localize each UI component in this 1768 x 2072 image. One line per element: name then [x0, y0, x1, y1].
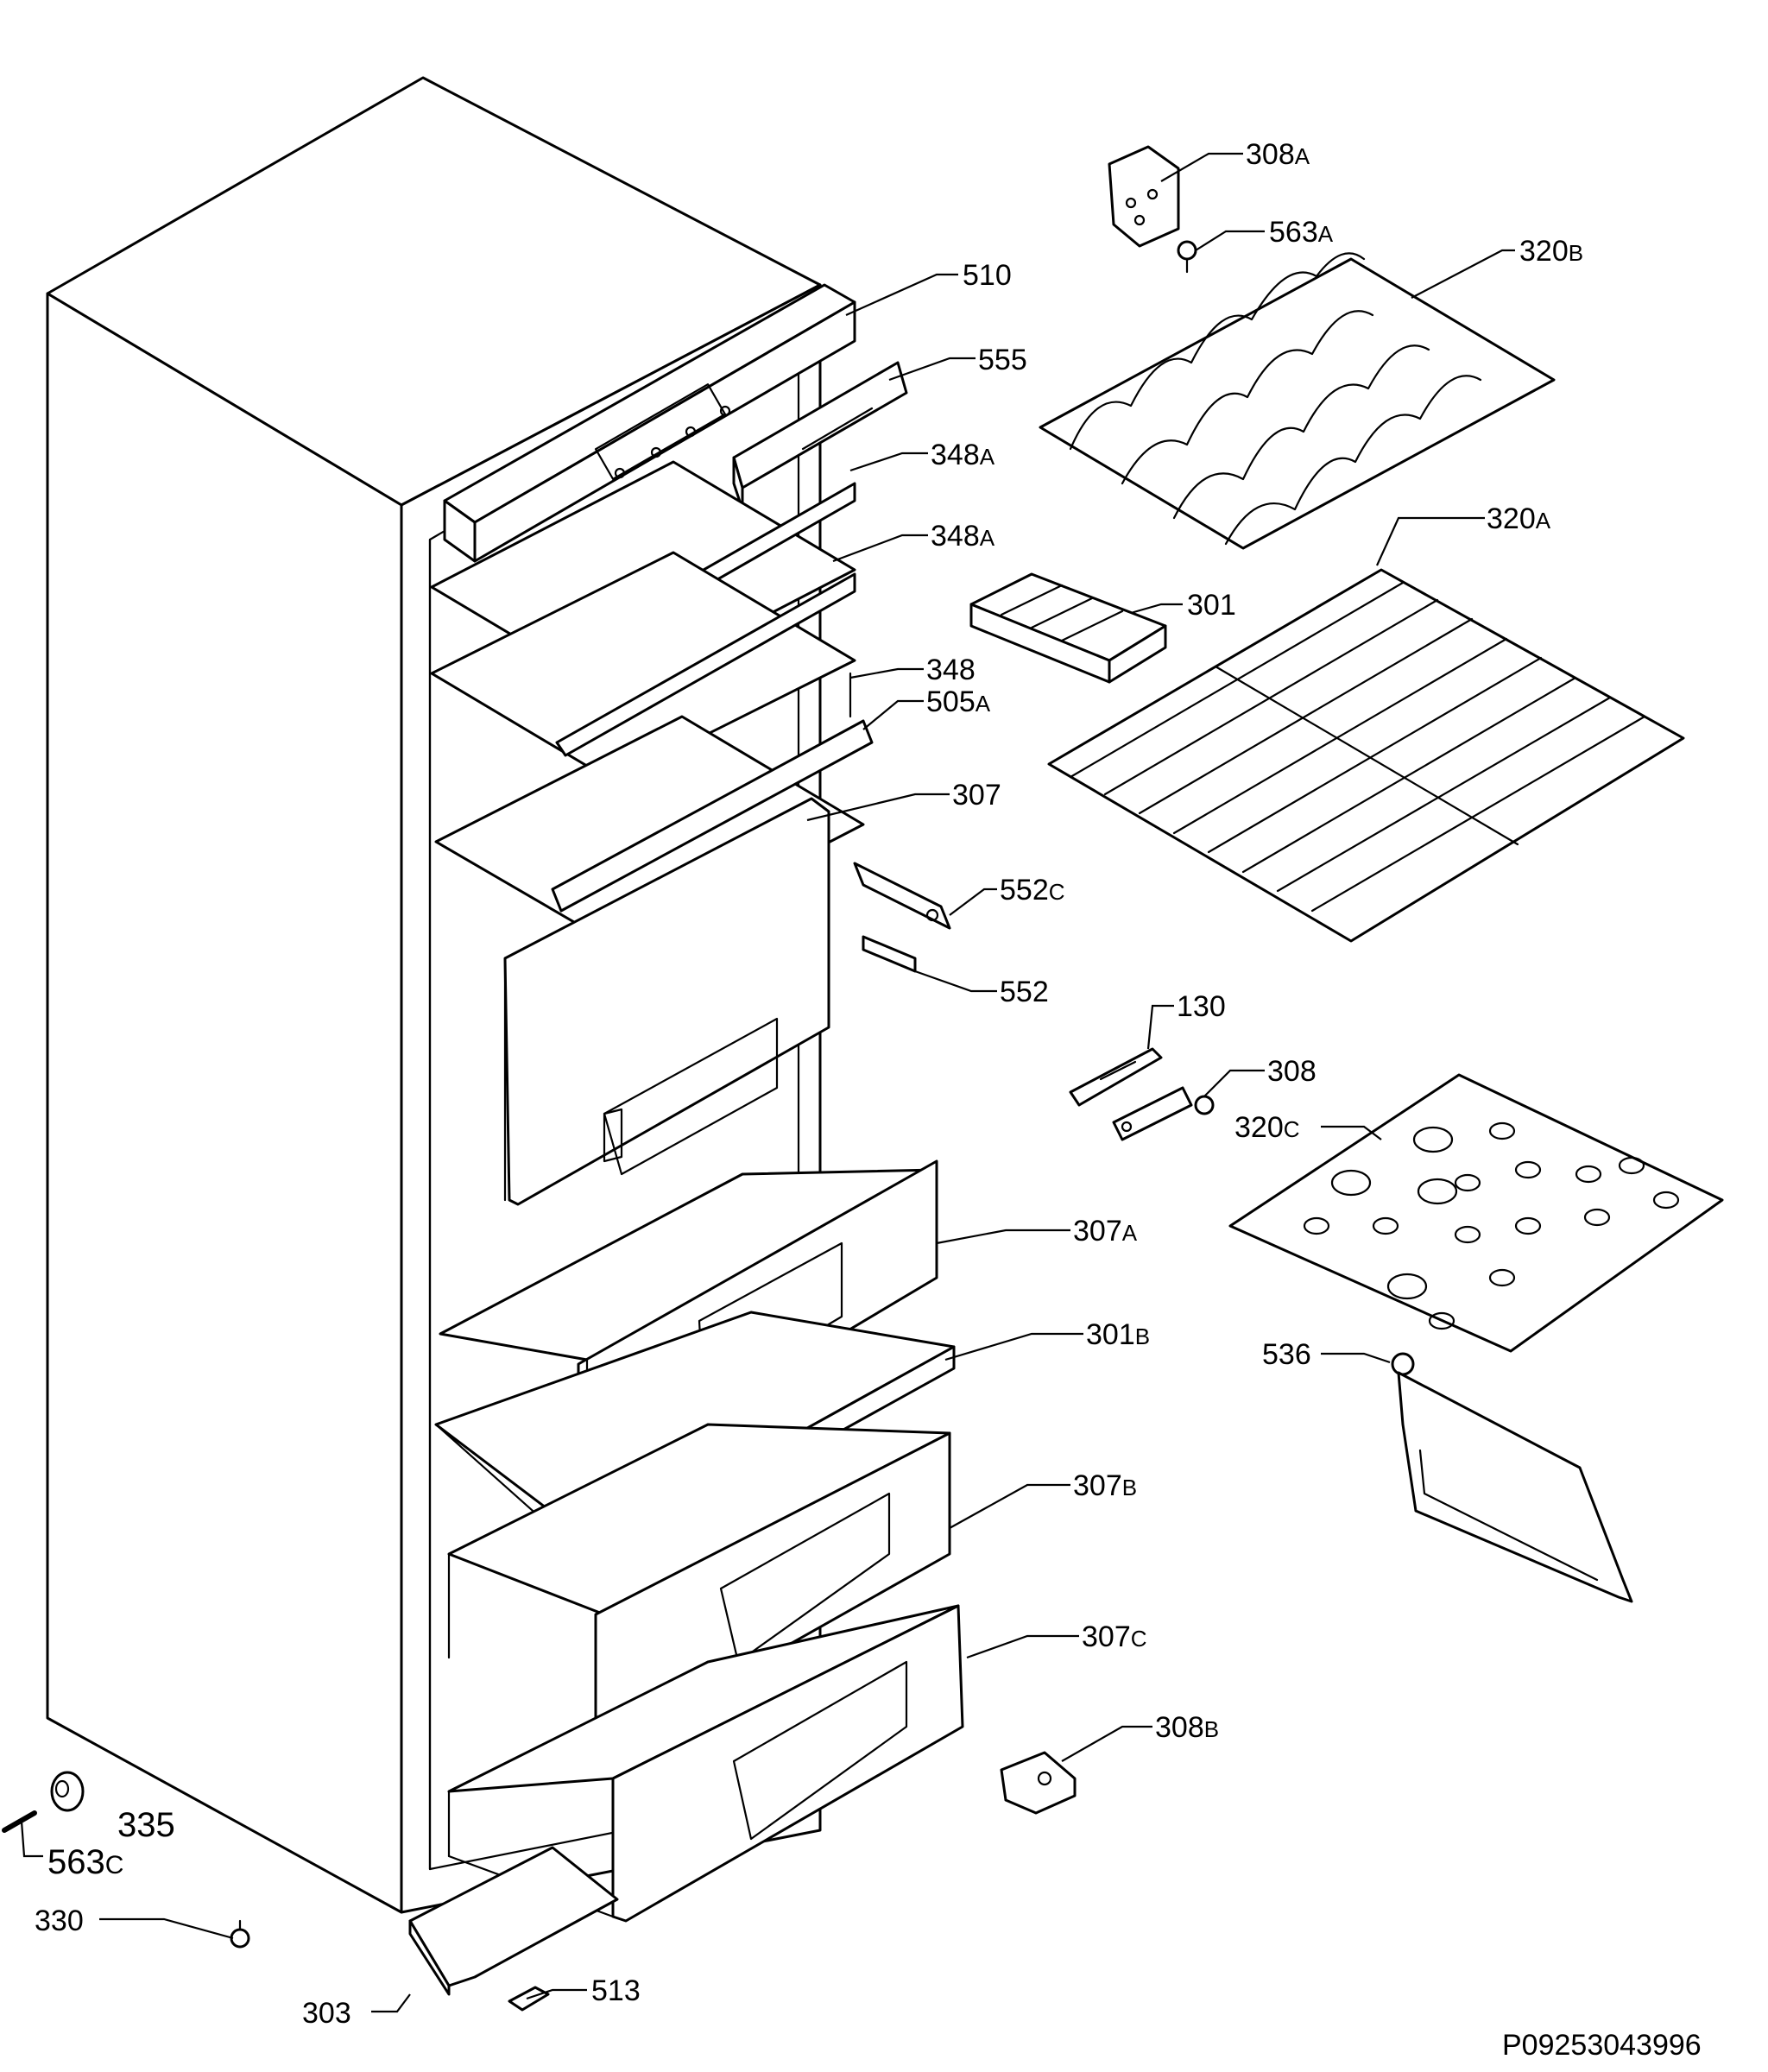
glass-shelf-348 — [434, 672, 874, 951]
label-307: 307 — [952, 779, 1001, 812]
slide-rail-552 — [862, 935, 917, 973]
label-307c: 307C — [1082, 1620, 1147, 1653]
screw-563a — [1177, 240, 1197, 274]
wire-shelf-320a — [1047, 568, 1685, 943]
hinge-plate-130 — [1069, 1047, 1163, 1107]
label-130: 130 — [1177, 990, 1226, 1023]
label-348: 348 — [926, 654, 976, 686]
foot-330 — [230, 1919, 250, 1949]
control-panel-510 — [443, 283, 856, 563]
label-513: 513 — [591, 1974, 641, 2007]
label-320b: 320B — [1519, 235, 1583, 268]
label-308a: 308A — [1246, 138, 1310, 171]
slide-rail-552c — [853, 862, 951, 930]
label-563a: 563A — [1269, 216, 1334, 249]
document-code: P09253043996 — [1502, 2029, 1702, 2062]
label-348a-lower: 348A — [931, 520, 995, 553]
label-510: 510 — [963, 259, 1012, 292]
spacer-335 — [50, 1771, 85, 1812]
hinge-308 — [1112, 1086, 1215, 1141]
perforated-shelf-320c — [1228, 1073, 1724, 1353]
label-330: 330 — [35, 1905, 84, 1937]
label-348a-upper: 348A — [931, 439, 995, 471]
ice-tray-301 — [969, 572, 1167, 684]
label-335: 335 — [117, 1806, 175, 1844]
label-320c: 320C — [1234, 1111, 1300, 1144]
drawer-307c — [447, 1604, 964, 1923]
label-552: 552 — [1000, 976, 1049, 1008]
hinge-308a — [1108, 145, 1180, 248]
kick-plate-303 — [408, 1846, 619, 1996]
rail-555 — [732, 361, 908, 511]
label-505a: 505A — [926, 685, 991, 718]
label-308b: 308B — [1155, 1711, 1219, 1744]
label-301b: 301B — [1086, 1318, 1150, 1351]
label-307a: 307A — [1073, 1215, 1138, 1248]
label-320a: 320A — [1487, 502, 1551, 535]
leader-lines — [20, 152, 1515, 2013]
label-303: 303 — [302, 1997, 351, 2030]
glass-shelf-348a-lower — [430, 551, 856, 783]
label-307b: 307B — [1073, 1469, 1137, 1502]
divider-536 — [1391, 1352, 1633, 1603]
label-563c: 563C — [47, 1843, 123, 1881]
callout-labels: 308A 563A 320B 510 555 348A 348A 320A 30… — [35, 138, 1583, 2030]
label-552c: 552C — [1000, 874, 1065, 906]
drawer-307 — [503, 797, 830, 1206]
label-301: 301 — [1187, 589, 1236, 622]
label-536: 536 — [1262, 1338, 1311, 1371]
label-308: 308 — [1267, 1055, 1317, 1088]
pin-563c — [2, 1810, 37, 1833]
label-555: 555 — [978, 344, 1027, 376]
bottle-rack-320b — [1039, 252, 1556, 550]
hinge-308b — [1000, 1751, 1077, 1815]
